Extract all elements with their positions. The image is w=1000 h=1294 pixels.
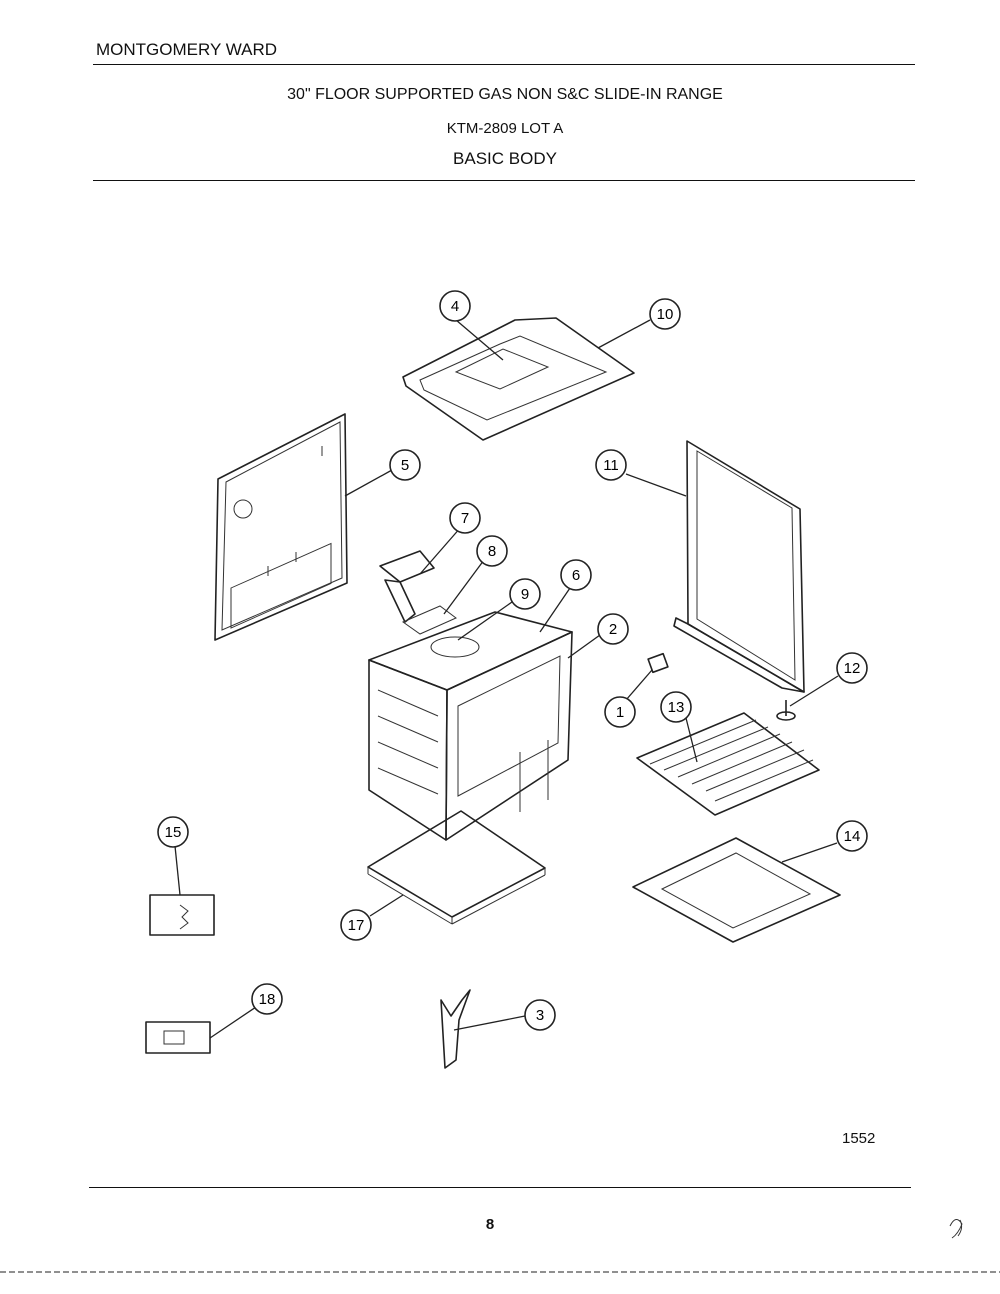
callout-11: 11 bbox=[595, 449, 627, 481]
callout-18: 18 bbox=[251, 983, 283, 1015]
callout-8: 8 bbox=[476, 535, 508, 567]
part-side-panel bbox=[214, 413, 348, 641]
footer-rule bbox=[89, 1187, 911, 1188]
callout-3: 3 bbox=[524, 999, 556, 1031]
model-number: KTM-2809 LOT A bbox=[446, 120, 564, 137]
callout-label: 10 bbox=[657, 306, 674, 323]
page-number: 8 bbox=[485, 1216, 495, 1233]
callout-15: 15 bbox=[157, 816, 189, 848]
callout-14: 14 bbox=[836, 820, 868, 852]
page-title: 30" FLOOR SUPPORTED GAS NON S&C SLIDE-IN… bbox=[287, 86, 723, 103]
callout-label: 6 bbox=[572, 567, 580, 584]
callout-label: 4 bbox=[451, 298, 459, 315]
header-rule-bottom bbox=[93, 180, 915, 181]
callout-label: 5 bbox=[401, 457, 409, 474]
callout-6: 6 bbox=[560, 559, 592, 591]
callout-1: 1 bbox=[604, 696, 636, 728]
callout-4: 4 bbox=[439, 290, 471, 322]
part-label-card bbox=[149, 894, 215, 936]
part-leveling-leg bbox=[776, 700, 796, 721]
callout-label: 9 bbox=[521, 586, 529, 603]
callout-label: 3 bbox=[536, 1007, 544, 1024]
brand-name: MONTGOMERY WARD bbox=[96, 40, 278, 59]
callout-label: 15 bbox=[165, 824, 182, 841]
callout-label: 18 bbox=[259, 991, 276, 1008]
callout-label: 2 bbox=[609, 621, 617, 638]
handwritten-mark bbox=[949, 1219, 963, 1239]
callout-9: 9 bbox=[509, 578, 541, 610]
part-clip bbox=[647, 652, 669, 674]
callout-2: 2 bbox=[597, 613, 629, 645]
callout-label: 7 bbox=[461, 510, 469, 527]
part-anti-tip-bracket bbox=[440, 989, 471, 1069]
callout-label: 13 bbox=[668, 699, 685, 716]
diagram-number: 1552 bbox=[842, 1130, 876, 1147]
header-rule-top bbox=[93, 64, 915, 65]
callout-7: 7 bbox=[449, 502, 481, 534]
part-oven-body bbox=[368, 611, 573, 841]
callout-label: 12 bbox=[844, 660, 861, 677]
part-base-pan bbox=[367, 810, 546, 925]
callout-17: 17 bbox=[340, 909, 372, 941]
leader-lines bbox=[174, 319, 839, 1039]
callout-10: 10 bbox=[649, 298, 681, 330]
section-title: BASIC BODY bbox=[453, 149, 557, 168]
callout-13: 13 bbox=[660, 691, 692, 723]
part-door-frame bbox=[673, 440, 805, 693]
part-label-card-small bbox=[145, 1021, 211, 1054]
part-tray-frame bbox=[632, 837, 841, 943]
callout-12: 12 bbox=[836, 652, 868, 684]
callout-label: 11 bbox=[603, 457, 619, 474]
callout-label: 14 bbox=[844, 828, 861, 845]
part-bracket bbox=[379, 550, 457, 635]
callout-5: 5 bbox=[389, 449, 421, 481]
callout-label: 1 bbox=[616, 704, 624, 721]
part-top-cover bbox=[402, 317, 635, 441]
callout-label: 17 bbox=[348, 917, 365, 934]
callout-label: 8 bbox=[488, 543, 496, 560]
part-oven-rack bbox=[636, 712, 820, 816]
